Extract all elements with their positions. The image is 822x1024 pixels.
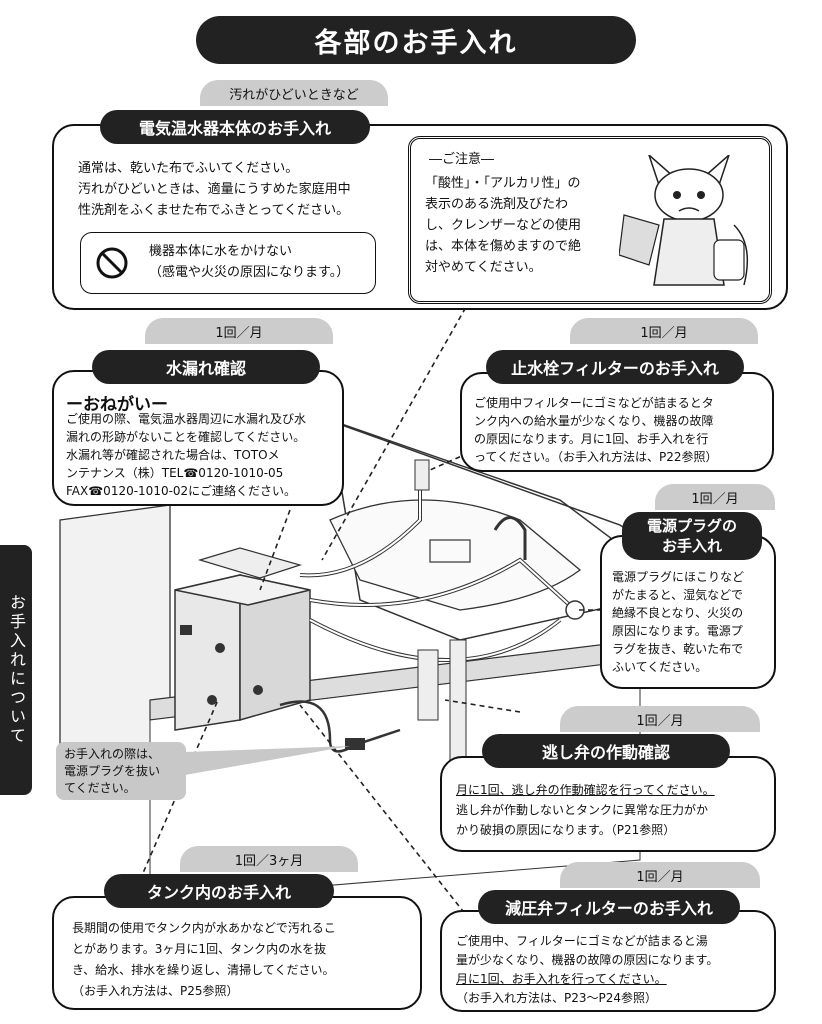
- tank-heading: タンク内のお手入れ: [104, 874, 334, 908]
- leak-freq: 1回／月: [145, 318, 333, 344]
- leak-request: ーおねがいー: [66, 395, 168, 415]
- caution-text: 「酸性」・「アルカリ性」の 表示のある洗剤及びたわ し、クレンザーなどの使用 は…: [425, 176, 582, 275]
- leak-box: [52, 370, 344, 506]
- stopcock-heading: 止水栓フィルターのお手入れ: [486, 350, 744, 384]
- plug-note: お手入れの際は、 電源プラグを抜い てください。: [56, 742, 186, 800]
- relief-text: 月に1回、逃し弁の作動確認を行ってください。 逃し弁が作動しないとタンクに異常な…: [456, 783, 715, 837]
- mascot-illustration: [619, 155, 749, 286]
- plug-text: 電源プラグにほこりなど がたまると、湿気などで 絶縁不良となり、火災の 原因にな…: [612, 570, 745, 674]
- tank-freq: 1回／3ヶ月: [180, 846, 358, 872]
- plug-heading: 電源プラグの お手入れ: [622, 512, 762, 560]
- relief-heading: 逃し弁の作動確認: [482, 734, 730, 768]
- relief-box: [440, 756, 776, 852]
- warning-text: 機器本体に水をかけない （感電や火災の原因になります。）: [149, 244, 350, 280]
- side-tab: お手入れについて: [0, 545, 32, 795]
- body-care-tag: 汚れがひどいときなど: [200, 80, 388, 106]
- body-care-text: 通常は、乾いた布でふいてください。 汚れがひどいときは、適量にうすめた家庭用中 …: [78, 161, 351, 218]
- warning-box: 機器本体に水をかけない （感電や火災の原因になります。）: [80, 232, 376, 294]
- tank-text: 長期間の使用でタンク内が水あかなどで汚れるこ とがあります。3ヶ月に1回、タンク…: [72, 921, 336, 998]
- plug-freq: 1回／月: [655, 484, 775, 510]
- plug-box: [600, 535, 776, 689]
- leak-text: ご使用の際、電気温水器周辺に水漏れ及び水 漏れの形跡がないことを確認してください…: [66, 412, 307, 498]
- reducer-freq: 1回／月: [560, 862, 760, 888]
- reducer-text: ご使用中、フィルターにゴミなどが詰まると湯 量が少なくなり、機器の故障の原因にな…: [456, 934, 719, 1005]
- stopcock-freq: 1回／月: [570, 318, 758, 344]
- stopcock-text: ご使用中フィルターにゴミなどが詰まるとタ ンク内への給水量が少なくなり、機器の故…: [474, 396, 718, 464]
- relief-freq: 1回／月: [560, 706, 760, 732]
- reducer-heading: 減圧弁フィルターのお手入れ: [478, 890, 740, 924]
- reducer-box: [440, 910, 776, 1012]
- leak-heading: 水漏れ確認: [92, 350, 320, 384]
- caution-box: ―ご注意― 「酸性」・「アルカリ性」の 表示のある洗剤及びたわ し、クレンザーな…: [408, 136, 772, 304]
- prohibited-icon: [96, 247, 128, 279]
- caution-heading: ―ご注意―: [429, 152, 495, 167]
- page-title: 各部のお手入れ: [196, 16, 636, 64]
- body-care-heading: 電気温水器本体のお手入れ: [100, 110, 370, 144]
